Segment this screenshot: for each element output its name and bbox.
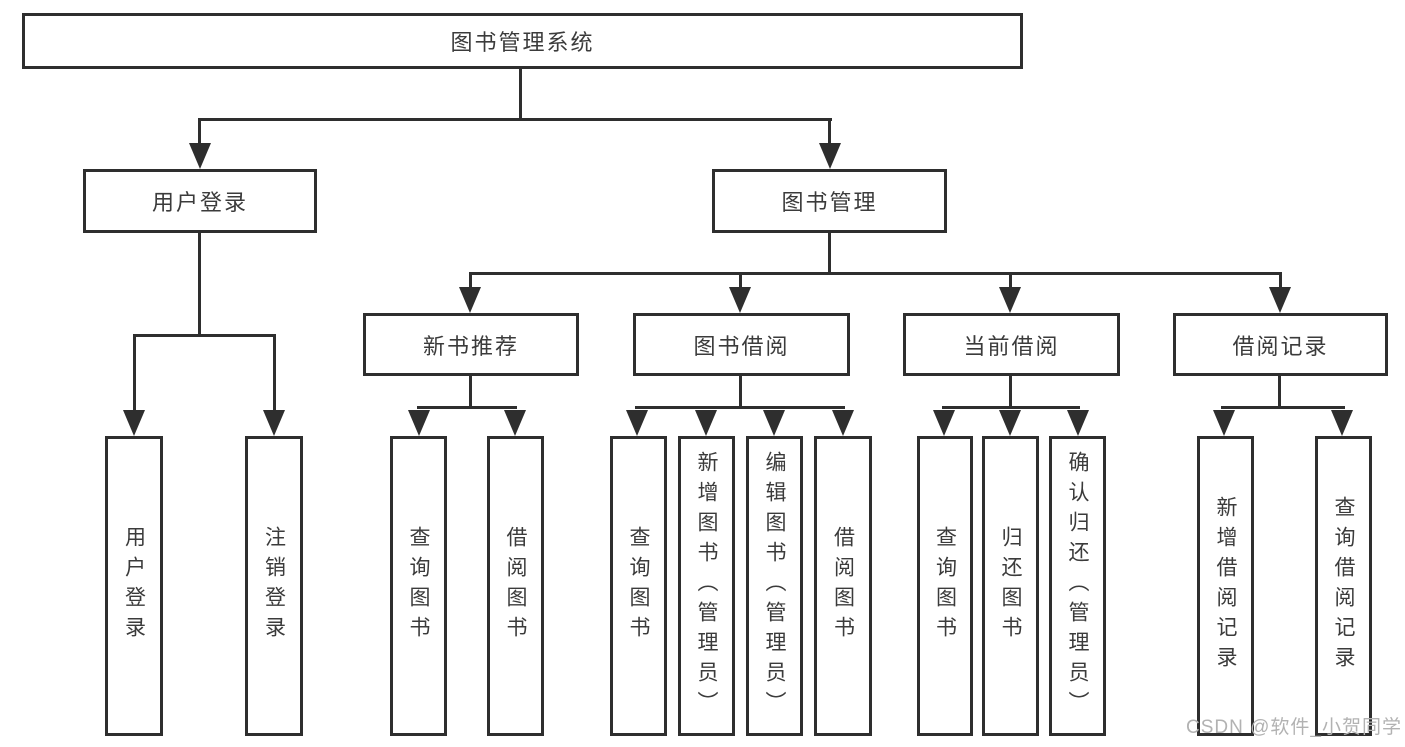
node-leaf-user-login: 用户登录 xyxy=(105,436,163,736)
arrow-down-icon xyxy=(1213,410,1235,436)
node-leaf-confirm-return-admin: 确认归还（管理员） xyxy=(1049,436,1106,736)
arrow-down-icon xyxy=(459,287,481,313)
connector-drop xyxy=(828,121,831,147)
arrow-down-icon xyxy=(933,410,955,436)
connector-drop xyxy=(1009,275,1012,289)
connector-drop xyxy=(1279,275,1282,289)
arrow-down-icon xyxy=(832,410,854,436)
arrow-down-icon xyxy=(729,287,751,313)
connector-bar xyxy=(635,406,845,409)
connector-drop xyxy=(198,121,201,147)
connector-bar xyxy=(133,334,276,337)
connector-bar xyxy=(1221,406,1345,409)
arrow-down-icon xyxy=(1331,410,1353,436)
connector-drop xyxy=(469,275,472,289)
connector-stem xyxy=(828,233,831,274)
connector-drop xyxy=(133,337,136,413)
arrow-down-icon xyxy=(189,143,211,169)
arrow-down-icon xyxy=(123,410,145,436)
connector-drop xyxy=(739,275,742,289)
connector-stem xyxy=(469,376,472,409)
node-leaf-add-book-admin: 新增图书（管理员） xyxy=(678,436,735,736)
arrow-down-icon xyxy=(626,410,648,436)
node-new-book-recommend: 新书推荐 xyxy=(363,313,579,376)
arrow-down-icon xyxy=(504,410,526,436)
node-leaf-query-current: 查询图书 xyxy=(917,436,973,736)
node-leaf-borrow-book: 借阅图书 xyxy=(814,436,872,736)
connector-stem xyxy=(1009,376,1012,409)
arrow-down-icon xyxy=(1067,410,1089,436)
arrow-down-icon xyxy=(999,410,1021,436)
arrow-down-icon xyxy=(1269,287,1291,313)
connector-bar xyxy=(942,406,1080,409)
connector-stem xyxy=(1278,376,1281,409)
node-leaf-query-book: 查询图书 xyxy=(610,436,667,736)
connector-stem xyxy=(198,233,201,336)
node-leaf-return-book: 归还图书 xyxy=(982,436,1039,736)
node-book-management: 图书管理 xyxy=(712,169,947,233)
arrow-down-icon xyxy=(695,410,717,436)
node-leaf-edit-book-admin: 编辑图书（管理员） xyxy=(746,436,803,736)
connector-drop xyxy=(273,337,276,413)
node-leaf-borrow-book-recommend: 借阅图书 xyxy=(487,436,544,736)
arrow-down-icon xyxy=(408,410,430,436)
arrow-down-icon xyxy=(999,287,1021,313)
node-user-login-branch: 用户登录 xyxy=(83,169,317,233)
node-library-management-system: 图书管理系统 xyxy=(22,13,1023,69)
arrow-down-icon xyxy=(819,143,841,169)
connector-stem xyxy=(519,69,522,120)
watermark: CSDN @软件_小贺同学 xyxy=(1186,717,1402,738)
node-borrow-records: 借阅记录 xyxy=(1173,313,1388,376)
node-current-borrow: 当前借阅 xyxy=(903,313,1120,376)
connector-stem xyxy=(739,376,742,409)
node-leaf-query-book-recommend: 查询图书 xyxy=(390,436,447,736)
connector-bar xyxy=(469,272,1282,275)
arrow-down-icon xyxy=(263,410,285,436)
arrow-down-icon xyxy=(763,410,785,436)
node-leaf-add-borrow-record: 新增借阅记录 xyxy=(1197,436,1254,736)
node-leaf-query-borrow-record: 查询借阅记录 xyxy=(1315,436,1372,736)
connector-bar xyxy=(417,406,517,409)
node-book-borrow: 图书借阅 xyxy=(633,313,850,376)
node-leaf-logout: 注销登录 xyxy=(245,436,303,736)
connector-bar xyxy=(198,118,832,121)
